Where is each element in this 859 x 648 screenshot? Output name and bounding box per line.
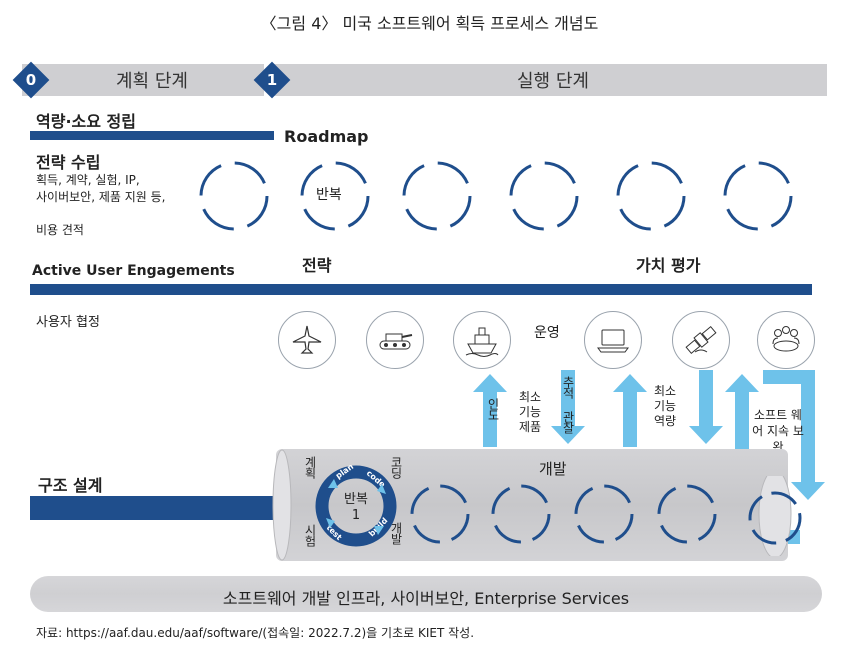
active-user-bar [30,284,812,295]
dev-cycle-1 [410,484,470,544]
cycle-1 [199,161,269,231]
deliver-up-arrow-1 [473,374,507,447]
capability-label: 역량·소요 정립 [36,112,136,131]
tank-icon [366,311,424,369]
sustain-loop-arrow [763,370,825,500]
cycle-2 [300,161,370,231]
cycle-4 [509,161,579,231]
dev-build-text: 개발 [389,522,403,544]
min-cap-text: 최소 기능 역량 [653,384,677,428]
capability-bar [30,131,274,140]
development-label: 개발 [539,460,567,478]
strategy-label: 전략 [302,256,332,275]
meeting-icon [757,311,815,369]
dev-cycles [410,476,802,556]
cycle-6 [723,161,793,231]
sustain-text: 소프트 웨어 지속 보완 [752,408,804,454]
mvp-text: 최소 기능 제품 [518,390,542,434]
phase1-label: 실행 단계 [517,71,589,92]
dev-cycle-3 [574,484,634,544]
user-agreement-label: 사용자 협정 [36,315,100,330]
strategy-title: 전략 수립 [36,153,101,172]
laptop-icon [584,311,642,369]
phase0-number: 0 [25,71,37,89]
phase0-label: 계획 단계 [116,71,188,92]
structure-bar [30,496,280,520]
monitor-text: 추적 관찰 [561,376,575,433]
active-user-label: Active User Engagements [32,263,235,279]
roadmap-label: Roadmap [284,127,369,146]
strategy-line-3: 비용 견적 [36,223,84,237]
operation-label: 운영 [534,325,560,341]
structure-label: 구조 설계 [38,476,103,495]
dev-code-text: 코딩 [389,456,403,478]
cycle-5 [616,161,686,231]
sustain-down-arrow [689,370,723,444]
infra-label: 소프트웨어 개발 인프라, 사이버보안, Enterprise Services [222,589,630,608]
roadmap-cycles [199,161,793,231]
value-eval-label: 가치 평가 [636,256,701,275]
deliver-up-arrow-2 [613,374,647,447]
dev-cycle-5 [748,491,802,545]
infra-bar [30,576,822,612]
deliver-text-1: 인도 [486,398,500,420]
planning-phase-bar [22,64,264,96]
dev-cycle-2 [491,484,551,544]
dev-test-text: 시험 [303,524,317,546]
phase1-number: 1 [266,71,278,89]
cycle-3 [402,161,472,231]
repeat-label: 반복 [316,187,342,203]
monitor-down-arrow [551,370,585,444]
strategy-line-2: 사이버보안, 제품 지원 등, [36,190,166,204]
strategy-line-1: 획득, 계약, 실험, IP, [36,173,140,187]
fighter-jet-icon [278,311,336,369]
ship-icon [453,311,511,369]
dev-plan-text: 계획 [303,456,317,478]
repeat1-label: 반복 1 [344,492,368,523]
figure-title: 〈그림 4〉 미국 소프트웨어 획득 프로세스 개념도 [260,14,599,33]
execution-phase-bar [270,64,827,96]
dev-cycle: plan code test build [315,462,397,547]
dev-cycle-4 [657,484,717,544]
cylinder-right-cap [758,476,792,556]
satellite-icon [672,311,730,369]
cylinder-left-cap [272,449,292,561]
source-note: 자료: https://aaf.dau.edu/aaf/software/(접속… [36,626,475,640]
